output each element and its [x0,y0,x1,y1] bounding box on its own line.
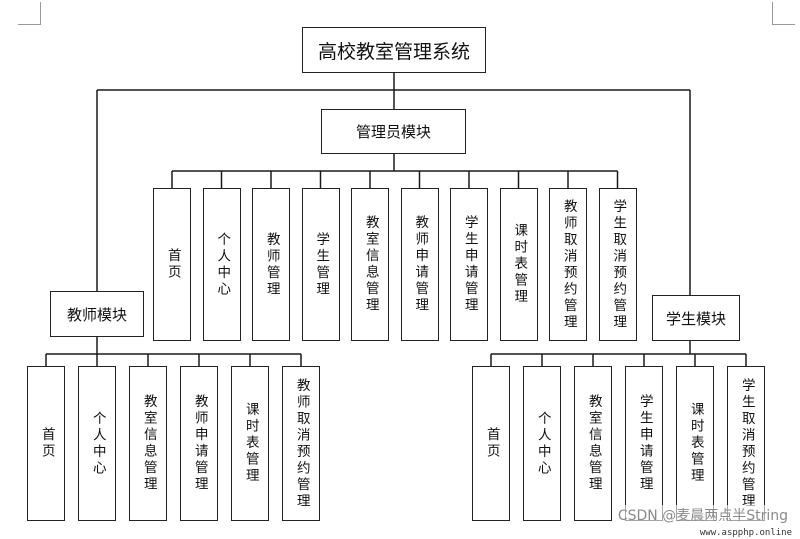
admin-child-6: 教师申请管理 [400,188,439,341]
teacher-module-node: 教师模块 [50,291,144,337]
student-child-4: 学生申请管理 [625,366,663,521]
student-child-6: 学生取消预约管理 [727,366,765,521]
admin-child-9: 教师取消预约管理 [549,188,587,341]
corner-mark-left [18,2,41,25]
teacher-child-5: 课时表管理 [231,366,269,521]
student-module-node: 学生模块 [652,295,740,341]
admin-child-10: 学生取消预约管理 [598,188,637,341]
admin-child-1: 首页 [153,188,191,341]
admin-child-4: 学生管理 [301,188,340,341]
watermark-text: CSDN @麦晨两点半String [617,505,788,525]
teacher-child-4: 教师申请管理 [180,366,218,521]
admin-module-node: 管理员模块 [321,109,466,154]
student-child-2: 个人中心 [523,366,561,521]
teacher-child-1: 首页 [27,366,65,521]
teacher-child-3: 教室信息管理 [129,366,167,521]
admin-child-7: 学生申请管理 [450,188,488,341]
corner-mark-right [772,2,795,25]
student-child-3: 教室信息管理 [574,366,612,521]
teacher-child-2: 个人中心 [78,366,116,521]
watermark-site: www.aspphp.online [699,528,792,538]
admin-child-8: 课时表管理 [499,188,538,341]
root-node: 高校教室管理系统 [302,27,486,73]
admin-child-2: 个人中心 [202,188,241,341]
admin-child-5: 教室信息管理 [351,188,389,341]
student-child-1: 首页 [472,366,510,521]
admin-child-3: 教师管理 [252,188,290,341]
student-child-5: 课时表管理 [676,366,714,521]
teacher-child-6: 教师取消预约管理 [282,366,320,521]
